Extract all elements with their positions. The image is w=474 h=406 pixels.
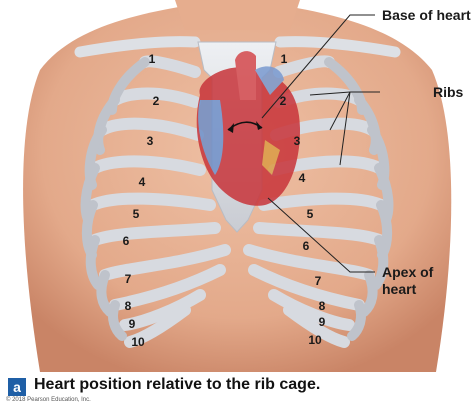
rib-label-left-5: 5 <box>133 207 140 221</box>
left-ribs <box>87 55 231 348</box>
copyright-text: © 2018 Pearson Education, Inc. <box>6 397 91 403</box>
leader-ribs-3 <box>339 91 380 166</box>
rib-label-right-4: 4 <box>299 171 306 185</box>
label-apex-line1: Apex of <box>382 264 434 280</box>
chest-illustration: 1 2 3 4 5 6 7 8 9 10 1 2 3 4 5 6 7 8 9 1… <box>23 0 452 372</box>
rib-label-right-10: 10 <box>308 333 322 347</box>
left-rib-numbers: 1 2 3 4 5 6 7 8 9 10 <box>123 52 160 349</box>
leader-lines <box>261 14 380 273</box>
right-clavicle <box>274 36 401 58</box>
rib-label-left-10: 10 <box>131 335 145 349</box>
base-apex-arrow <box>227 121 263 133</box>
rib-label-right-2: 2 <box>280 94 287 108</box>
label-ribs: Ribs <box>433 84 464 100</box>
neck <box>175 0 300 30</box>
leader-apex <box>267 197 375 273</box>
rib-label-right-6: 6 <box>303 239 310 253</box>
left-clavicle <box>74 36 201 58</box>
rib-label-left-7: 7 <box>125 272 132 286</box>
rib-label-left-6: 6 <box>123 234 130 248</box>
leader-base <box>261 14 375 119</box>
left-ribs-back <box>80 57 150 341</box>
rib-label-left-1: 1 <box>149 52 156 66</box>
label-apex-line2: heart <box>382 281 417 297</box>
right-ribs-back <box>324 57 394 341</box>
heart <box>196 51 300 206</box>
rib-label-right-3: 3 <box>294 134 301 148</box>
rib-label-right-9: 9 <box>319 315 326 329</box>
caption-badge: a <box>8 378 26 396</box>
rib-label-right-7: 7 <box>315 274 322 288</box>
caption-text: Heart position relative to the rib cage. <box>34 376 321 393</box>
rib-label-right-8: 8 <box>319 299 326 313</box>
rib-label-right-5: 5 <box>307 207 314 221</box>
rib-label-left-9: 9 <box>129 317 136 331</box>
label-base-of-heart: Base of heart <box>382 7 471 23</box>
rib-label-right-1: 1 <box>281 52 288 66</box>
caption-bar <box>0 372 474 406</box>
rib-label-left-4: 4 <box>139 175 146 189</box>
rib-label-left-2: 2 <box>153 94 160 108</box>
rib-label-left-3: 3 <box>147 134 154 148</box>
rib-label-left-8: 8 <box>125 299 132 313</box>
right-rib-numbers: 1 2 3 4 5 6 7 8 9 10 <box>280 52 326 347</box>
